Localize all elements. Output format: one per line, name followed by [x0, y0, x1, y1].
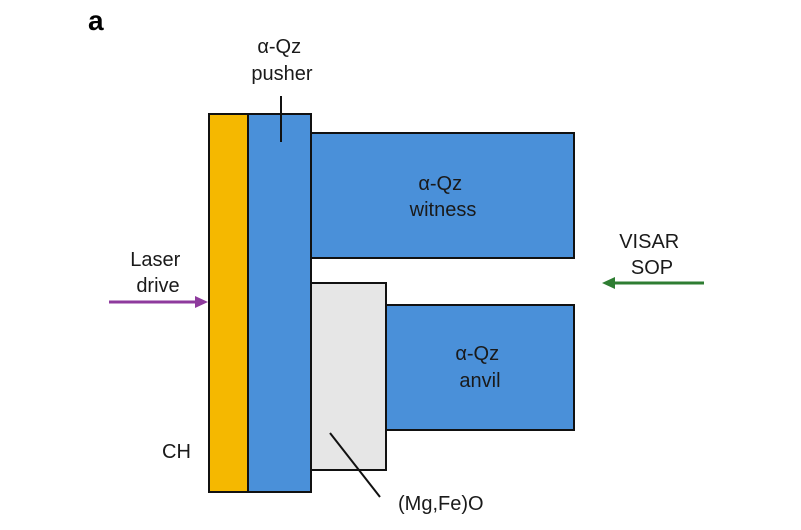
pusher-label: α-Qz pusher [251, 36, 312, 85]
quartz-witness [310, 132, 575, 259]
visar-sop-label-line-2: SOP [631, 257, 673, 279]
ch-ablator [208, 113, 249, 493]
laser-drive-arrow-head [195, 296, 208, 308]
ch-label: CH [162, 441, 191, 463]
quartz-anvil [385, 304, 575, 431]
sample-label: (Mg,Fe)O [398, 493, 484, 515]
pusher-label-line-2: pusher [251, 63, 312, 85]
sample-leader-line [329, 432, 381, 498]
witness-label: α-Qz witness [409, 173, 477, 221]
panel-label: a [88, 5, 104, 36]
witness-label-line-1: α-Qz [418, 173, 462, 195]
anvil-label-line-2: anvil [459, 370, 500, 392]
pusher-label-line-1: α-Qz [257, 36, 301, 58]
quartz-pusher [247, 113, 312, 493]
mgfeo-sample [310, 282, 387, 471]
visar-sop-label: VISAR SOP [619, 231, 685, 279]
visar-sop-arrow-head [602, 277, 615, 289]
anvil-label-line-1: α-Qz [455, 343, 499, 365]
laser-drive-label-line-1: Laser [130, 249, 180, 271]
visar-sop-label-line-1: VISAR [619, 231, 679, 253]
laser-drive-label: Laser drive [130, 249, 186, 297]
laser-drive-label-line-2: drive [136, 275, 179, 297]
witness-label-line-2: witness [409, 199, 477, 221]
anvil-label: α-Qz anvil [455, 343, 504, 392]
